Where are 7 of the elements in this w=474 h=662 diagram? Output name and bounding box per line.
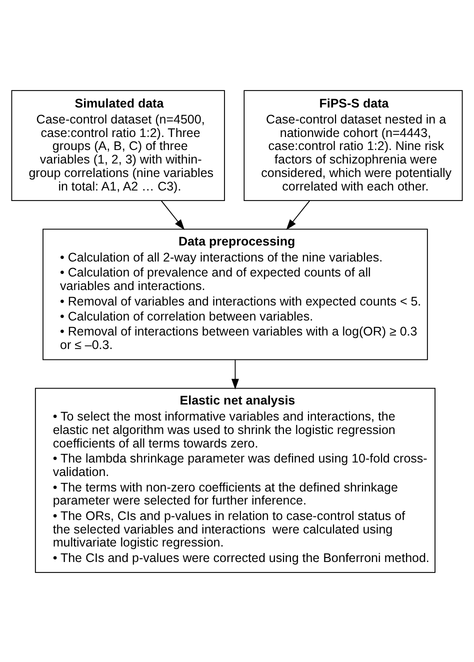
arrow	[231, 358, 239, 390]
node-box: Simulated data Case-control dataset (n=4500, case:control ratio 1:2). Three groups (A, B, C) of three variables (1, 2, 3) with within-group correlations (nine variables in total: A1, A2 … C3).	[11, 90, 225, 200]
node-box: Data preprocessing • Calculation of all 2-way interactions of the nine variables. • Calculation of prevalence and of expected counts of all variables and interactions. • Removal of variables and interactions with expected counts < 5. • Calculation of correlation between variables. • Removal of interactions between variables with a log(OR) ≥ 0.3 or ≤ –0.3.	[42, 228, 428, 360]
node-box: FiPS-S data Case-control dataset nested in a nationwide cohort (n=4443, case:control ratio 1:2). Nine risk factors of schizophrenia were considered, which were potentially correlated with each other.	[244, 90, 463, 200]
node-box: Elastic net analysis • To select the most informative variables and interactions, the elastic net algorithm was used to shrink the logistic regression coefficients of all terms towards zero. • The lambda shrinkage parameter was defined using 10-fold cross-validation. • The terms with non-zero coefficients at the defined shrinkage parameter were selected for further inference. • The ORs, CIs and p-values in relation to case-control status of the selected variables and interactions were calculated using multivariate logistic regression. • The CIs and p-values were corrected using the Bonferroni method.	[34, 387, 436, 572]
arrow	[286, 200, 310, 230]
arrow	[160, 200, 185, 230]
